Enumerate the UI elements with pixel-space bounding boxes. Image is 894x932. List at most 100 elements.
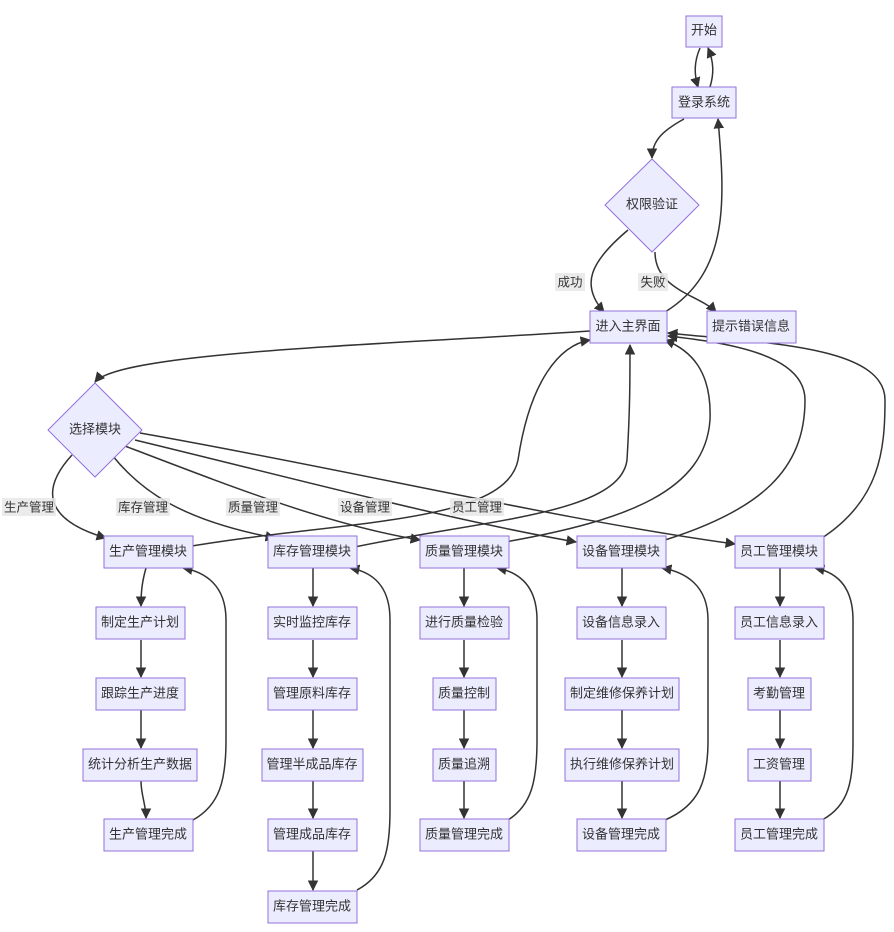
svg-text:制定维修保养计划: 制定维修保养计划 bbox=[570, 686, 674, 702]
svg-text:生产管理完成: 生产管理完成 bbox=[109, 828, 187, 843]
node-qual-2[interactable]: 质量控制 bbox=[432, 677, 497, 711]
edge-auth-error bbox=[654, 251, 717, 313]
node-staff-3[interactable]: 工资管理 bbox=[747, 748, 812, 782]
edge-main-select bbox=[94, 330, 591, 383]
svg-text:失败: 失败 bbox=[640, 275, 666, 290]
node-staff-module[interactable]: 员工管理模块 bbox=[734, 535, 825, 569]
edge-prod-4 bbox=[140, 780, 152, 820]
node-start[interactable]: 开始 bbox=[685, 15, 723, 48]
svg-text:生产管理模块: 生产管理模块 bbox=[109, 545, 187, 560]
svg-text:统计分析生产数据: 统计分析生产数据 bbox=[88, 758, 192, 773]
svg-text:工资管理: 工资管理 bbox=[753, 758, 805, 773]
svg-text:设备管理完成: 设备管理完成 bbox=[582, 827, 660, 843]
edge-label-qual: 质量管理 bbox=[226, 498, 280, 516]
edge-login-start bbox=[706, 47, 717, 88]
svg-text:质量控制: 质量控制 bbox=[438, 687, 490, 702]
svg-text:库存管理完成: 库存管理完成 bbox=[273, 899, 351, 915]
edge-select-qual bbox=[124, 445, 422, 544]
edge-select-staff bbox=[139, 432, 737, 548]
node-qual-done[interactable]: 质量管理完成 bbox=[419, 818, 510, 852]
node-select[interactable]: 选择模块 bbox=[47, 382, 143, 478]
node-prod-3[interactable]: 统计分析生产数据 bbox=[82, 748, 198, 782]
svg-text:实时监控库存: 实时监控库存 bbox=[273, 615, 351, 631]
node-equip-2[interactable]: 制定维修保养计划 bbox=[564, 677, 680, 711]
svg-text:执行维修保养计划: 执行维修保养计划 bbox=[570, 757, 674, 773]
edge-qual-done-module bbox=[495, 564, 538, 821]
node-prod-done[interactable]: 生产管理完成 bbox=[103, 818, 194, 852]
svg-text:成功: 成功 bbox=[557, 275, 582, 290]
edge-label-staff: 员工管理 bbox=[450, 498, 504, 516]
node-prod-2[interactable]: 跟踪生产进度 bbox=[95, 677, 186, 711]
svg-text:员工管理完成: 员工管理完成 bbox=[740, 828, 818, 843]
svg-text:质量追溯: 质量追溯 bbox=[438, 757, 490, 773]
svg-text:登录系统: 登录系统 bbox=[678, 96, 730, 111]
node-inv-module[interactable]: 库存管理模块 bbox=[267, 535, 358, 569]
edge-label-equip: 设备管理 bbox=[338, 498, 392, 516]
node-staff-2[interactable]: 考勤管理 bbox=[747, 677, 812, 711]
edge-prod-main bbox=[179, 336, 592, 549]
svg-text:跟踪生产进度: 跟踪生产进度 bbox=[101, 686, 179, 702]
node-qual-module[interactable]: 质量管理模块 bbox=[419, 535, 510, 569]
node-staff-1[interactable]: 员工信息录入 bbox=[734, 606, 825, 640]
edge-staff-done-module bbox=[813, 564, 854, 821]
svg-text:库存管理: 库存管理 bbox=[118, 500, 169, 515]
node-main[interactable]: 进入主界面 bbox=[589, 310, 668, 344]
node-qual-1[interactable]: 进行质量检验 bbox=[419, 606, 510, 640]
node-inv-4[interactable]: 管理成品库存 bbox=[267, 818, 358, 852]
node-error[interactable]: 提示错误信息 bbox=[706, 310, 797, 344]
node-prod-1[interactable]: 制定生产计划 bbox=[95, 606, 186, 640]
edge-prod-1 bbox=[135, 567, 147, 608]
node-qual-3[interactable]: 质量追溯 bbox=[432, 748, 497, 782]
svg-text:质量管理完成: 质量管理完成 bbox=[425, 828, 503, 843]
svg-text:质量管理模块: 质量管理模块 bbox=[425, 545, 503, 560]
svg-text:权限验证: 权限验证 bbox=[626, 197, 678, 213]
edge-equip-main bbox=[664, 331, 806, 541]
edge-inv-done-module bbox=[348, 564, 391, 891]
nodes: 开始 登录系统 权限验证 进入主界面 提示错误信息 选择模块 生产管理模块 bbox=[47, 15, 825, 924]
svg-text:选择模块: 选择模块 bbox=[69, 423, 121, 438]
edge-select-inv bbox=[111, 454, 277, 542]
edge-select-equip bbox=[134, 439, 578, 546]
svg-text:员工管理: 员工管理 bbox=[452, 500, 503, 515]
edge-main-login bbox=[664, 117, 725, 313]
node-inv-done[interactable]: 库存管理完成 bbox=[267, 890, 358, 924]
edges bbox=[51, 47, 886, 892]
node-inv-2[interactable]: 管理原料库存 bbox=[267, 677, 358, 711]
edge-staff-main bbox=[666, 328, 886, 539]
edge-inv-main bbox=[349, 343, 636, 549]
svg-text:设备管理模块: 设备管理模块 bbox=[582, 544, 660, 560]
edge-login-auth bbox=[646, 118, 685, 160]
node-equip-3[interactable]: 执行维修保养计划 bbox=[564, 748, 680, 782]
node-equip-1[interactable]: 设备信息录入 bbox=[576, 606, 667, 640]
svg-text:管理半成品库存: 管理半成品库存 bbox=[266, 757, 357, 773]
node-inv-3[interactable]: 管理半成品库存 bbox=[261, 748, 364, 782]
svg-text:进入主界面: 进入主界面 bbox=[595, 320, 660, 335]
svg-text:设备管理: 设备管理 bbox=[340, 500, 391, 515]
edge-equip-done-module bbox=[660, 564, 709, 821]
node-staff-done[interactable]: 员工管理完成 bbox=[734, 818, 825, 852]
edge-label-inv: 库存管理 bbox=[116, 498, 170, 516]
node-inv-1[interactable]: 实时监控库存 bbox=[267, 606, 358, 640]
edge-labels: 成功 失败 生产管理 库存管理 质量管理 设备管理 员工管理 bbox=[2, 273, 668, 516]
svg-text:进行质量检验: 进行质量检验 bbox=[425, 615, 503, 631]
svg-text:制定生产计划: 制定生产计划 bbox=[101, 616, 179, 631]
edge-start-login bbox=[690, 47, 701, 89]
svg-text:管理成品库存: 管理成品库存 bbox=[273, 827, 351, 843]
svg-text:生产管理: 生产管理 bbox=[4, 500, 55, 515]
edge-label-prod: 生产管理 bbox=[2, 498, 56, 516]
svg-text:质量管理: 质量管理 bbox=[228, 500, 279, 515]
svg-text:设备信息录入: 设备信息录入 bbox=[582, 615, 660, 631]
node-equip-done[interactable]: 设备管理完成 bbox=[576, 818, 667, 852]
svg-text:考勤管理: 考勤管理 bbox=[753, 687, 805, 702]
edge-auth-main bbox=[590, 229, 629, 313]
edge-label-fail: 失败 bbox=[638, 273, 668, 291]
node-login[interactable]: 登录系统 bbox=[671, 86, 737, 119]
svg-text:员工管理模块: 员工管理模块 bbox=[740, 545, 818, 560]
svg-text:管理原料库存: 管理原料库存 bbox=[273, 686, 351, 702]
edge-qual-main bbox=[504, 338, 711, 543]
node-auth[interactable]: 权限验证 bbox=[604, 158, 700, 253]
svg-text:库存管理模块: 库存管理模块 bbox=[273, 544, 351, 560]
edge-label-success: 成功 bbox=[555, 273, 585, 291]
node-prod-module[interactable]: 生产管理模块 bbox=[103, 535, 194, 569]
node-equip-module[interactable]: 设备管理模块 bbox=[576, 535, 667, 569]
